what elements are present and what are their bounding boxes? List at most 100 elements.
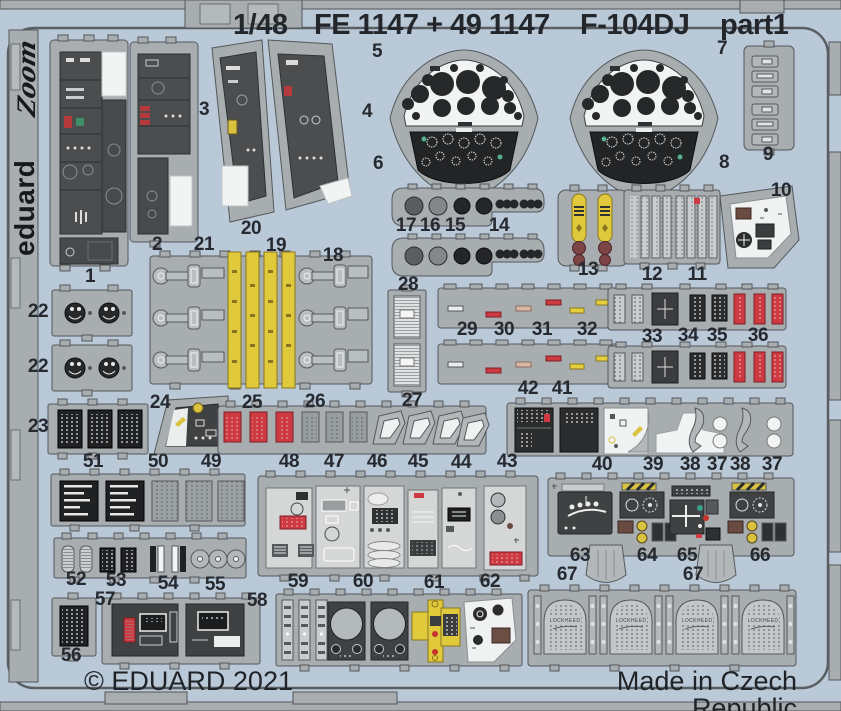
fret-placards-25-26-pedals <box>217 400 490 455</box>
part-number-label: 48 <box>278 451 300 472</box>
fret-parts-49-51 <box>50 468 246 532</box>
part-number-label: 17 <box>395 215 417 236</box>
part-number-label: 52 <box>65 569 87 590</box>
part-number-label: 27 <box>401 390 423 411</box>
part-number-label: 29 <box>456 319 478 340</box>
part-number-label: 56 <box>60 645 82 666</box>
part-number-label: 39 <box>642 454 664 475</box>
fret-side-console-3 <box>211 39 353 223</box>
part-number-label: 20 <box>240 218 262 239</box>
part-number-label: 1 <box>84 266 96 287</box>
part-number-label: 15 <box>444 215 466 236</box>
part-number-label: 62 <box>479 571 501 592</box>
fret-part-56 <box>51 592 97 662</box>
part-number-label: 13 <box>577 259 599 280</box>
part-number-label: 7 <box>716 38 728 59</box>
fret-large-panels-43-48 <box>257 470 539 582</box>
part-number-label: 22 <box>27 356 49 377</box>
part-number-label: 25 <box>241 392 263 413</box>
part-number-label: 67 <box>682 564 704 585</box>
part-number-label: 9 <box>762 144 774 165</box>
part-number-label: 67 <box>556 564 578 585</box>
part-number-label: 50 <box>147 451 169 472</box>
fret-seatbelts-11-12 <box>623 184 721 270</box>
part-number-label: 4 <box>361 101 373 122</box>
part-number-label: 66 <box>749 545 771 566</box>
part-number-label: 10 <box>770 180 792 201</box>
part-number-label: 30 <box>493 319 515 340</box>
part-number-label: 57 <box>94 589 116 610</box>
sheet-edge-top <box>0 0 841 29</box>
part-number-label: 46 <box>366 451 388 472</box>
part-number-label: 49 <box>200 451 222 472</box>
fret-parts-37-42 <box>506 397 794 457</box>
sheet-edge-left <box>8 29 39 683</box>
part-number-label: 45 <box>407 451 429 472</box>
origin-text: Made in Czech Republic <box>616 666 797 711</box>
part-number-label: 60 <box>352 571 374 592</box>
fret-gunsight-parts-59-62 <box>275 588 523 672</box>
card-outline <box>6 26 830 690</box>
part-number-label: 26 <box>304 391 326 412</box>
part-number-label: 23 <box>27 416 49 437</box>
fret-side-console-2 <box>129 36 199 248</box>
part-number-label: 22 <box>27 301 49 322</box>
part-number-label: 11 <box>687 264 707 285</box>
sheet-edge-bottom <box>0 691 841 711</box>
part-number-text: part1 <box>720 9 789 41</box>
fret-part-27 <box>387 284 427 398</box>
part-number-label: 37 <box>706 454 728 475</box>
part-number-label: 55 <box>204 574 226 595</box>
fret-part-24 <box>153 395 233 455</box>
fret-parts-63-67 <box>547 472 795 583</box>
part-number-label: 32 <box>576 319 598 340</box>
part-number-label: 8 <box>718 152 730 173</box>
part-number-label: 33 <box>641 326 663 347</box>
part-number-label: 28 <box>397 274 419 295</box>
part-number-label: 24 <box>149 392 171 413</box>
part-number-label: 36 <box>747 325 769 346</box>
part-number-label: 3 <box>198 99 210 120</box>
fret-parts-57-58 <box>101 592 261 670</box>
part-number-label: 12 <box>641 264 663 285</box>
part-number-label: 41 <box>551 378 573 399</box>
part-number-label: 44 <box>450 452 472 473</box>
sheet-edge-right <box>828 41 841 681</box>
part-number-label: 53 <box>105 570 127 591</box>
fret-parts-52-55 <box>53 532 247 584</box>
part-number-label: 14 <box>488 215 510 236</box>
part-number-label: 16 <box>419 215 441 236</box>
copyright-text: © EDUARD 2021 <box>84 666 293 696</box>
fret-headrest-pads <box>527 584 797 672</box>
scale-text: 1/48 <box>233 9 288 41</box>
part-number-label: 38 <box>729 454 751 475</box>
fret-part-23 <box>47 398 149 460</box>
part-number-label: 19 <box>265 235 287 256</box>
part-number-label: 21 <box>193 234 215 255</box>
part-number-label: 37 <box>761 454 783 475</box>
part-number-label: 6 <box>372 153 384 174</box>
part-number-label: 34 <box>677 325 699 346</box>
part-number-label: 54 <box>157 573 179 594</box>
part-number-label: 43 <box>496 451 518 472</box>
fret-part-10 <box>719 185 800 269</box>
aircraft-name-text: F-104DJ <box>580 9 690 41</box>
part-number-label: 18 <box>322 245 344 266</box>
part-number-label: 47 <box>323 451 345 472</box>
part-number-label: 31 <box>531 319 553 340</box>
part-number-label: 63 <box>569 545 591 566</box>
fret-belts-18-21 <box>149 250 373 390</box>
part-number-label: 42 <box>517 378 539 399</box>
part-number-label: 38 <box>679 454 701 475</box>
part-number-label: 5 <box>371 41 383 62</box>
part-number-label: 61 <box>423 572 445 593</box>
part-number-label: 40 <box>591 454 613 475</box>
part-number-label: 35 <box>706 325 728 346</box>
part-number-label: 65 <box>676 545 698 566</box>
fret-part-9 <box>743 40 795 156</box>
part-number-label: 2 <box>151 234 163 255</box>
part-number-label: 58 <box>246 590 268 611</box>
